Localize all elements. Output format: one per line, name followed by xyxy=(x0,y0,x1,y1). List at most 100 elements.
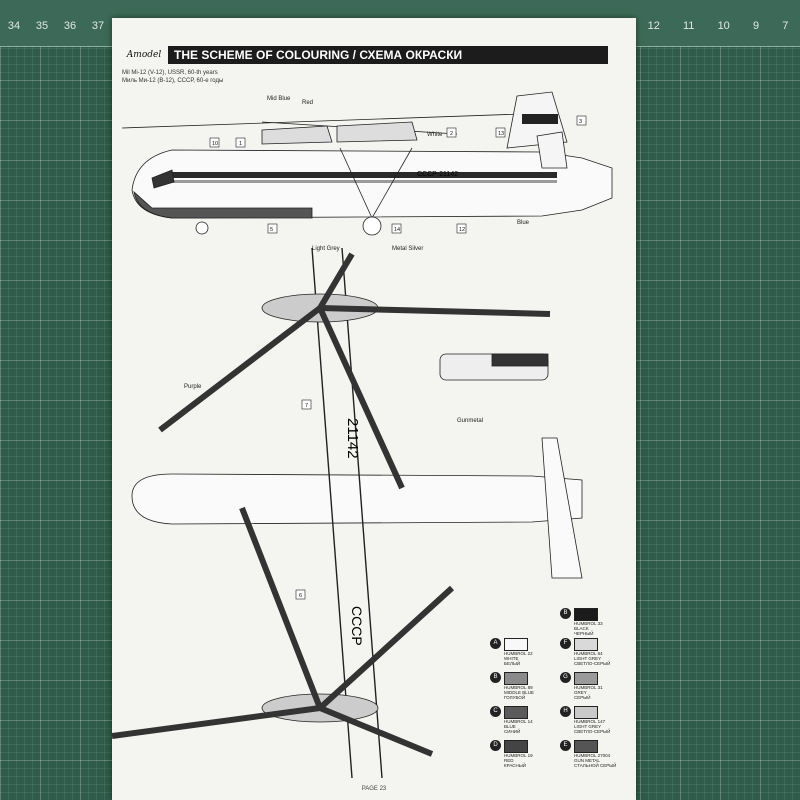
rotor-blade xyxy=(318,705,434,757)
paint-name: HUMBROL 27004 GUN METAL СТАЛЬНОЙ СЕРЫЙ xyxy=(574,753,617,768)
nose-underside xyxy=(133,190,313,219)
main-wheel xyxy=(362,216,382,236)
note-white: White xyxy=(427,132,443,138)
paint-badge: H xyxy=(560,706,571,717)
color-chip xyxy=(504,638,528,651)
rotor-blade xyxy=(319,305,551,317)
note-blue: Blue xyxy=(517,220,530,226)
engine-nacelle xyxy=(261,125,333,145)
paint-name: HUMBROL 89 MIDDLE BLUE ГОЛУБОЙ xyxy=(504,685,535,700)
callout-box xyxy=(209,137,220,148)
color-chip xyxy=(574,672,598,685)
callout-number: 12 xyxy=(459,227,465,233)
engine-nacelle xyxy=(336,121,418,143)
rotor-blade xyxy=(317,585,455,711)
cockpit-window xyxy=(151,169,175,189)
page-number: PAGE 23 xyxy=(361,786,387,792)
ruler-number: 36 xyxy=(63,20,77,32)
tail-fin-lower xyxy=(536,131,568,169)
paint-name: HUMBROL 64 LIGHT GREY СВЕТЛО-СЕРЫЙ xyxy=(574,651,611,666)
paint-badge: A xyxy=(490,638,501,649)
paint-name: HUMBROL 14 BLUE СИНИЙ xyxy=(504,719,533,734)
ruler-numbers-left: 34 35 36 37 xyxy=(0,20,112,32)
paint-name: HUMBROL 31 GREY СЕРЫЙ xyxy=(574,685,603,700)
cheat-line-thin xyxy=(172,180,557,183)
callout-box xyxy=(446,127,457,138)
fuselage-side xyxy=(131,149,613,219)
outrigger-strut xyxy=(371,147,413,219)
callout-number: 1 xyxy=(239,141,242,147)
paint-badge: F xyxy=(560,638,571,649)
top-view xyxy=(112,247,583,779)
note-metal-silver: Metal Silver xyxy=(392,246,423,252)
rotor-blade xyxy=(317,252,355,310)
paint-name: HUMBROL 19 RED КРАСНЫЙ xyxy=(504,753,533,768)
rotor-boom xyxy=(311,247,353,779)
paint-badge: E xyxy=(560,740,571,751)
callout-number: 10 xyxy=(212,141,218,147)
callout-box xyxy=(295,589,306,600)
subtitle-ru: Миль Ми-12 (В-12), СССР, 60-е годы xyxy=(122,78,224,84)
color-chip xyxy=(574,740,598,753)
colour-scheme-drawing: СССР-21142 21142 СССР Mid Blue Red White… xyxy=(112,91,613,779)
main-rotor-blade xyxy=(121,113,523,129)
callout-number: 7 xyxy=(305,403,308,409)
paint-badge: D xyxy=(490,740,501,751)
ruler-number: 7 xyxy=(782,20,789,32)
boom-number: 21142 xyxy=(344,418,361,459)
color-chip xyxy=(504,672,528,685)
callout-number: 3 xyxy=(579,119,582,125)
color-chip xyxy=(504,740,528,753)
page-title: THE SCHEME OF COLOURING / СХЕМА ОКРАСКИ xyxy=(168,46,608,64)
color-chip xyxy=(574,638,598,651)
ruler-number: 10 xyxy=(717,20,730,32)
paint-badge: B xyxy=(560,608,571,619)
tailplane xyxy=(541,437,583,579)
callout-box xyxy=(456,223,467,234)
ruler-numbers-right: 12 11 10 9 7 xyxy=(636,20,800,32)
rotor-blade xyxy=(112,705,321,739)
ruler-number: 37 xyxy=(91,20,105,32)
boom-country: СССР xyxy=(349,606,365,646)
registration-side: СССР-21142 xyxy=(417,171,458,178)
callout-number: 2 xyxy=(450,131,453,137)
ruler-number: 9 xyxy=(752,20,760,32)
ruler-number: 34 xyxy=(7,20,21,32)
callout-number: 13 xyxy=(498,131,504,137)
note-mid-blue: Mid Blue xyxy=(267,96,291,102)
note-light-grey: Light Grey xyxy=(312,246,340,252)
callout-box xyxy=(391,223,402,234)
color-chip xyxy=(504,706,528,719)
callout-number: 14 xyxy=(394,227,400,233)
cheat-line-stripe xyxy=(172,172,557,178)
rotor-blade xyxy=(239,506,323,710)
callout-box xyxy=(576,115,587,126)
callout-number: 5 xyxy=(270,227,273,233)
note-red: Red xyxy=(302,100,313,106)
paint-name: HUMBROL 147 LIGHT GREY СВЕТЛО-СЕРЫЙ xyxy=(574,719,611,734)
side-view xyxy=(121,91,613,236)
paint-name: HUMBROL 22 WHITE БЕЛЫЙ xyxy=(504,651,533,666)
callout-box xyxy=(235,137,246,148)
outrigger-strut xyxy=(339,147,373,219)
brand-logo: Amodel xyxy=(126,50,162,60)
paint-name: HUMBROL 33 BLACK ЧЕРНЫЙ xyxy=(574,621,603,636)
subtitle-en: Mil Mi-12 (V-12), USSR, 60-th years xyxy=(122,70,218,76)
paint-badge: B xyxy=(490,672,501,683)
ruler-number: 35 xyxy=(35,20,49,32)
rotor-blade xyxy=(158,305,322,433)
rotor-blade xyxy=(317,306,405,490)
callout-number: 6 xyxy=(299,593,302,599)
fuselage-top xyxy=(131,473,583,525)
paint-badge: C xyxy=(490,706,501,717)
ruler-number: 11 xyxy=(682,20,695,32)
tail-fin-stripe xyxy=(522,114,558,124)
note-purple: Purple xyxy=(184,384,202,390)
callout-box xyxy=(267,223,278,234)
callout-box xyxy=(301,399,312,410)
ruler-number: 12 xyxy=(647,20,660,32)
rotor-boom xyxy=(341,247,383,779)
color-chip xyxy=(574,706,598,719)
engine-detail-band xyxy=(491,353,549,367)
note-gunmetal: Gunmetal xyxy=(457,418,483,424)
